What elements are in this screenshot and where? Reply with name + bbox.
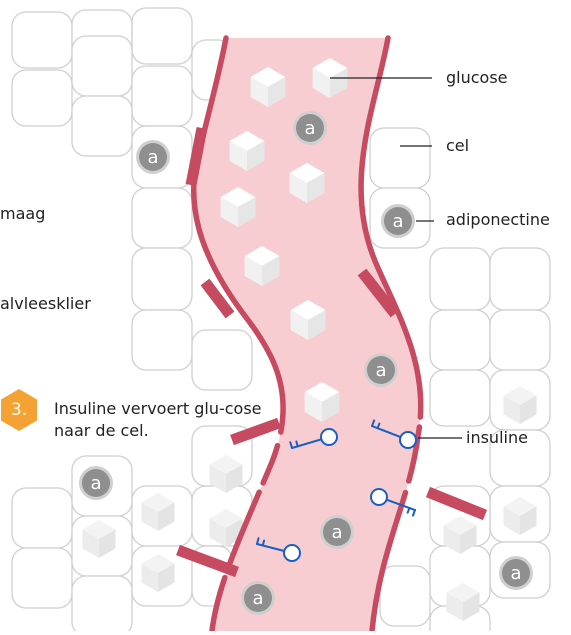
cell <box>370 128 430 188</box>
label-maag: maag <box>0 204 45 224</box>
adiponectin-badge: a <box>320 515 354 549</box>
adiponectin-badge: a <box>499 556 533 590</box>
adiponectin-letter: a <box>331 522 342 543</box>
cell <box>380 566 430 626</box>
label-insuline: insuline <box>466 428 528 448</box>
cell <box>192 330 252 390</box>
cell <box>72 576 132 631</box>
label-adiponectine: adiponectine <box>446 210 550 230</box>
cell <box>12 488 72 548</box>
adiponectin-letter: a <box>304 118 315 139</box>
cell <box>132 188 192 248</box>
cell <box>490 248 550 310</box>
adiponectin-letter: a <box>392 211 403 232</box>
cell <box>132 248 192 310</box>
adiponectin-badge: a <box>79 466 113 500</box>
cell <box>132 8 192 64</box>
adiponectin-letter: a <box>90 473 101 494</box>
cell <box>430 370 490 426</box>
adiponectin-badge: a <box>293 111 327 145</box>
cell <box>12 548 72 608</box>
step-number: 3. <box>0 388 38 432</box>
adiponectin-badge: a <box>381 204 415 238</box>
adiponectin-letter: a <box>252 588 263 609</box>
step-text: Insuline vervoert glu-cose naar de cel. <box>54 398 264 442</box>
adiponectin-badge: a <box>136 140 170 174</box>
cell <box>12 70 72 126</box>
cell <box>132 310 192 370</box>
adiponectin-letter: a <box>147 147 158 168</box>
adiponectin-letter: a <box>510 563 521 584</box>
cell <box>430 310 490 370</box>
cell <box>132 66 192 126</box>
cell <box>72 96 132 156</box>
adiponectin-letter: a <box>375 360 386 381</box>
adiponectin-badge: a <box>241 581 275 615</box>
step-badge: 3. <box>0 388 38 432</box>
adiponectin-badge: a <box>364 353 398 387</box>
cell <box>72 36 132 96</box>
label-cel: cel <box>446 136 469 156</box>
cell <box>430 248 490 310</box>
cell <box>12 12 72 68</box>
cell <box>490 310 550 370</box>
label-alvleesklier: alvleesklier <box>0 294 91 314</box>
label-glucose: glucose <box>446 68 508 88</box>
